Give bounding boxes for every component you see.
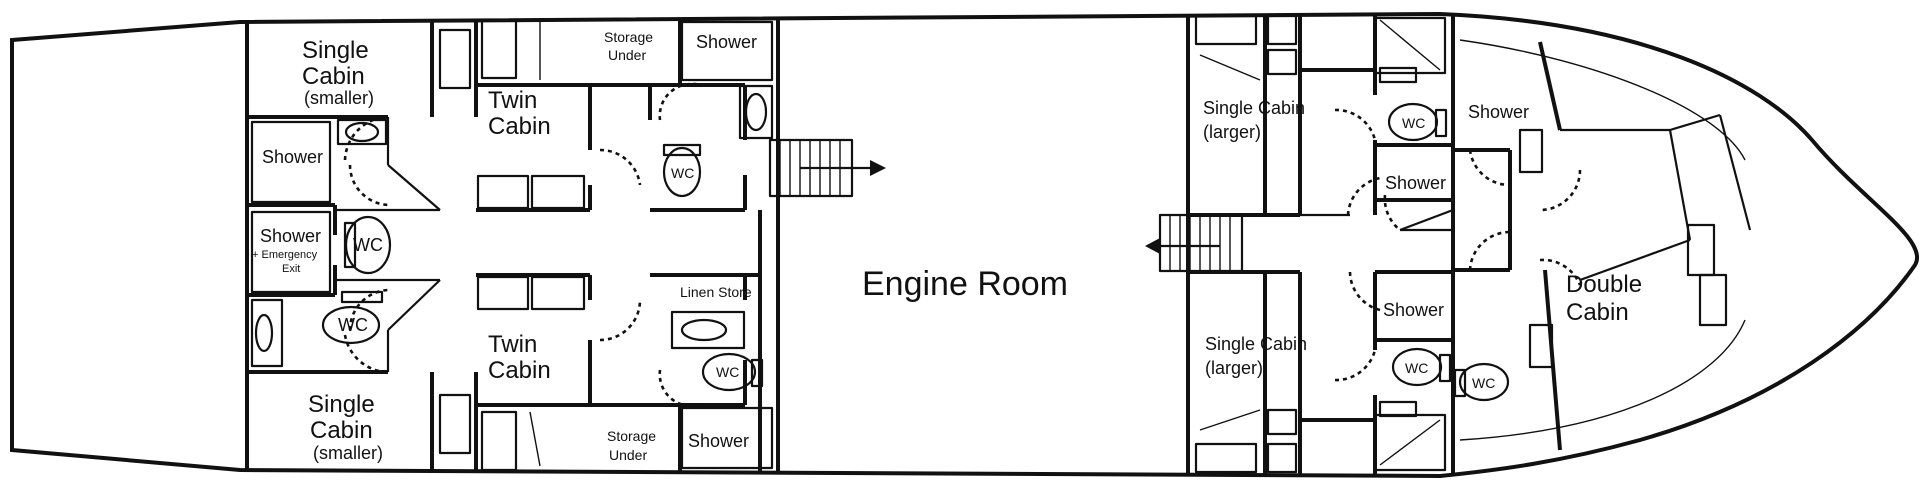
forward-stairs-arrow-icon xyxy=(1145,238,1160,254)
wc-fwd-top-label: WC xyxy=(1402,115,1425,131)
single-cabin-aft-top-label-2: Cabin xyxy=(302,63,365,90)
aft-furniture xyxy=(250,18,774,472)
shower-emergency-label: Shower xyxy=(260,226,321,246)
double-cabin-label: Double xyxy=(1566,271,1642,298)
shower-fwd-c-label: Shower xyxy=(1383,300,1444,320)
aft-stairs xyxy=(768,138,886,198)
shower-aft-top-center-label: Shower xyxy=(696,32,757,52)
wc-aft-left-lower-label: WC xyxy=(338,315,368,335)
shower-emergency-label-2: + Emergency xyxy=(252,249,318,261)
storage-under-top-label: Storage xyxy=(604,29,653,45)
single-cabin-aft-bottom-sub: (smaller) xyxy=(313,443,383,463)
linen-store-label: Linen Store xyxy=(680,284,752,300)
wc-aft-center-bottom-label: WC xyxy=(716,364,739,380)
engine-room-label: Engine Room xyxy=(862,265,1068,303)
forward-walls xyxy=(1188,14,1752,476)
storage-under-bottom-label-2: Under xyxy=(609,447,647,463)
twin-cabin-bottom-label: Twin xyxy=(488,331,537,358)
shower-fwd-b-label: Shower xyxy=(1385,173,1446,193)
aft-door-swings xyxy=(343,82,701,408)
single-cabin-aft-bottom-label-2: Cabin xyxy=(310,417,373,444)
single-cabin-fwd-bottom-sub: (larger) xyxy=(1205,358,1263,378)
wc-fwd-bottom-b-label: WC xyxy=(1472,375,1495,391)
twin-cabin-top-label: Twin xyxy=(488,87,537,114)
forward-door-swings xyxy=(1334,108,1582,382)
forward-furniture xyxy=(1194,14,1728,474)
single-cabin-fwd-top-label: Single Cabin xyxy=(1203,98,1305,118)
aft-stairs-arrow-icon xyxy=(870,160,886,176)
aft-walls xyxy=(247,18,762,472)
storage-under-top-label-2: Under xyxy=(608,47,646,63)
aft-toilets xyxy=(321,143,764,392)
shower-aft-bottom-center-label: Shower xyxy=(688,431,749,451)
single-cabin-fwd-top-sub: (larger) xyxy=(1203,122,1261,142)
single-cabin-aft-top-sub: (smaller) xyxy=(304,88,374,108)
room-labels: Single Cabin (smaller) Single Cabin (sma… xyxy=(252,29,1642,463)
single-cabin-fwd-bottom-label: Single Cabin xyxy=(1205,334,1307,354)
storage-under-bottom-label: Storage xyxy=(607,428,656,444)
wc-aft-left-label: WC xyxy=(353,235,383,255)
shower-emergency-label-3: Exit xyxy=(282,263,300,275)
wc-aft-center-top-label: WC xyxy=(671,165,694,181)
double-cabin-label-2: Cabin xyxy=(1566,299,1629,326)
shower-fwd-a-label: Shower xyxy=(1468,102,1529,122)
shower-aft-left-top-label: Shower xyxy=(262,147,323,167)
twin-cabin-top-label-2: Cabin xyxy=(488,113,551,140)
forward-toilets xyxy=(1387,102,1510,402)
twin-cabin-bottom-label-2: Cabin xyxy=(488,357,551,384)
single-cabin-aft-top-label: Single xyxy=(302,37,369,64)
wc-fwd-bottom-a-label: WC xyxy=(1405,360,1428,376)
single-cabin-aft-bottom-label: Single xyxy=(308,391,375,418)
